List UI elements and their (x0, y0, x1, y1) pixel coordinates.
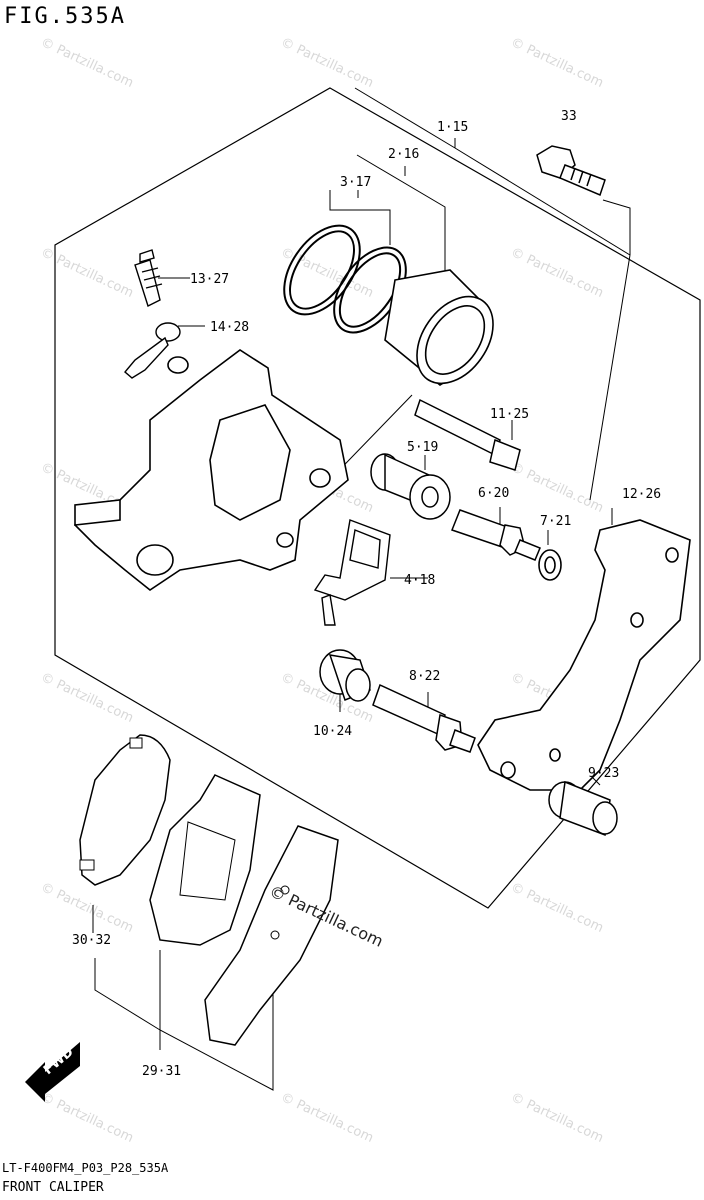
watermark: © Partzilla.com (508, 880, 605, 936)
pin-boot-upper (370, 453, 451, 520)
watermark: © Partzilla.com (508, 1090, 605, 1146)
watermark: © Partzilla.com (38, 880, 135, 936)
callout-5-19: 5·19 (407, 440, 438, 455)
bracket-sleeve (548, 780, 618, 837)
callout-8-22: 8·22 (409, 669, 440, 684)
drawing-code: LT-F400FM4_P03_P28_535A (2, 1161, 169, 1175)
callout-14-28: 14·28 (210, 320, 249, 335)
guide-pin-upper (414, 398, 521, 471)
watermark: © Partzilla.com (38, 35, 135, 91)
pad-spring (313, 519, 391, 626)
callout-29-31: 29·31 (142, 1064, 181, 1079)
pad-clip (79, 859, 95, 871)
washer (538, 549, 562, 581)
watermark: © Partzilla.com (278, 35, 375, 91)
callout-2-16: 2·16 (388, 147, 419, 162)
callout-6-20: 6·20 (478, 486, 509, 501)
callout-3-17: 3·17 (340, 175, 371, 190)
guide-pin-middle (451, 509, 541, 561)
caliper-bracket (477, 519, 691, 791)
callout-4-18: 4·18 (404, 573, 435, 588)
forward-arrow: FWD (25, 1042, 80, 1102)
assembly-boundary (54, 87, 701, 909)
caliper-body (74, 349, 349, 591)
assembly-name: FRONT CALIPER (2, 1180, 104, 1195)
callout-1-15: 1·15 (437, 120, 468, 135)
brake-pad-rear (79, 734, 171, 886)
brake-pad-middle (149, 774, 261, 946)
callout-12-26: 12·26 (622, 487, 661, 502)
watermark: © Partzilla.com (508, 35, 605, 91)
watermark: © Partzilla.com (38, 670, 135, 726)
callout-30-32: 30·32 (72, 933, 111, 948)
callout-33: 33 (561, 109, 577, 124)
watermark: © Partzilla.com (508, 245, 605, 301)
watermark: © Partzilla.com (278, 1090, 375, 1146)
callout-11-25: 11·25 (490, 407, 529, 422)
shim-hole (270, 930, 280, 940)
callout-10-24: 10·24 (313, 724, 352, 739)
shim-hole (280, 885, 290, 895)
callouts: 1·15 2·16 3·17 4·18 5·19 6·20 7·21 8·22 … (72, 109, 661, 1079)
callout-13-27: 13·27 (190, 272, 229, 287)
pad-friction (179, 821, 236, 901)
bleeder-cap (124, 322, 181, 379)
guide-pin-lower (372, 683, 476, 753)
watermark: © Partzilla.com (508, 460, 605, 516)
watermark: © Partzilla.com (38, 245, 135, 301)
caliper-piston (384, 269, 494, 386)
pad-clip (129, 737, 143, 749)
bleeder-screw (134, 249, 163, 307)
figure-title: FIG.535A (4, 4, 126, 29)
callout-9-23: 9·23 (588, 766, 619, 781)
watermark: © Partzilla.com (38, 1090, 135, 1146)
callout-7-21: 7·21 (540, 514, 571, 529)
mounting-bolt (536, 145, 606, 197)
leader-lines (92, 87, 631, 1091)
pin-boot-lower (319, 649, 371, 702)
